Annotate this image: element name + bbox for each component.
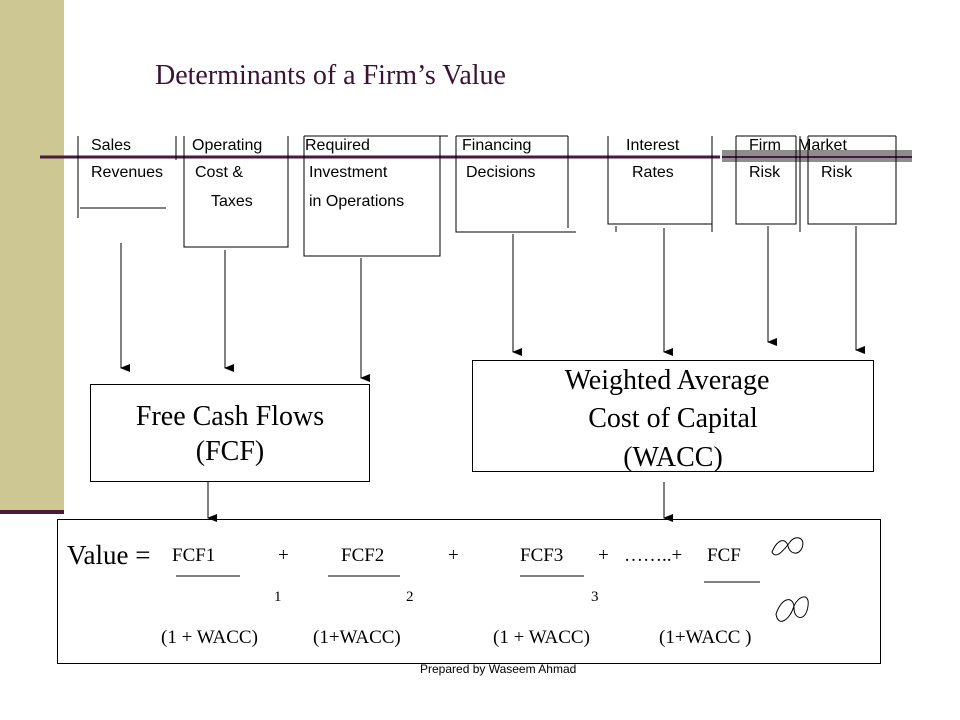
factor-market-risk-line1: Market — [798, 137, 847, 154]
formula-numerator-infinity: FCF — [707, 545, 741, 566]
footer-credit: Prepared by Waseem Ahmad — [420, 662, 577, 676]
factor-operating-line1: Operating — [192, 137, 263, 154]
wacc-box-line3: (WACC) — [623, 442, 723, 473]
value-formula-box — [57, 519, 881, 664]
wacc-box-line2: Cost of Capital — [588, 403, 758, 434]
fcf-box-line2: (FCF) — [195, 436, 265, 467]
formula-exponent-3: 3 — [591, 589, 599, 605]
formula-plus-3: + — [598, 545, 609, 566]
formula-exponent-2: 2 — [406, 589, 414, 605]
factor-financing-line1: Financing — [462, 137, 532, 154]
factor-operating-line3: Taxes — [211, 193, 253, 210]
factor-financing-line2: Decisions — [466, 164, 536, 181]
factor-sales-line1: Sales — [91, 137, 132, 154]
formula-plus-1: + — [278, 545, 289, 566]
factor-interest-line1: Interest — [626, 137, 680, 154]
factor-market-risk-line2: Risk — [821, 164, 853, 181]
slide-title: Determinants of a Firm’s Value — [155, 60, 506, 91]
factor-investment-line2: Investment — [309, 164, 388, 181]
factor-interest-line2: Rates — [632, 164, 674, 181]
formula-denominator-1: (1 + WACC) — [161, 627, 258, 648]
formula-exponent-1: 1 — [274, 589, 282, 605]
sidebar-accent-foot — [0, 510, 64, 514]
fcf-box-line1: Free Cash Flows — [135, 401, 325, 432]
formula-plus-2: + — [448, 545, 459, 566]
fcf-box — [90, 384, 370, 482]
factor-investment-line1: Required — [305, 137, 370, 154]
formula-numerator-2: FCF2 — [341, 545, 385, 566]
formula-numerator-3: FCF3 — [520, 545, 564, 566]
factor-investment-line3: in Operations — [309, 193, 405, 210]
formula-denominator-3: (1 + WACC) — [493, 627, 590, 648]
factor-firm-risk-line2: Risk — [749, 164, 781, 181]
formula-denominator-2: (1+WACC) — [313, 627, 401, 648]
formula-value-label: Value = — [67, 540, 151, 570]
formula-ellipsis: ……..+ — [624, 545, 683, 566]
wacc-box — [472, 360, 874, 472]
factor-firm-risk-line1: Firm — [749, 137, 781, 154]
factor-operating-line2: Cost & — [195, 164, 244, 181]
wacc-box-line1: Weighted Average — [564, 365, 770, 396]
factor-sales-line2: Revenues — [91, 164, 164, 181]
formula-denominator-infinity: (1+WACC ) — [659, 627, 752, 648]
formula-numerator-1: FCF1 — [172, 545, 216, 566]
sidebar-accent-bar — [0, 0, 64, 512]
